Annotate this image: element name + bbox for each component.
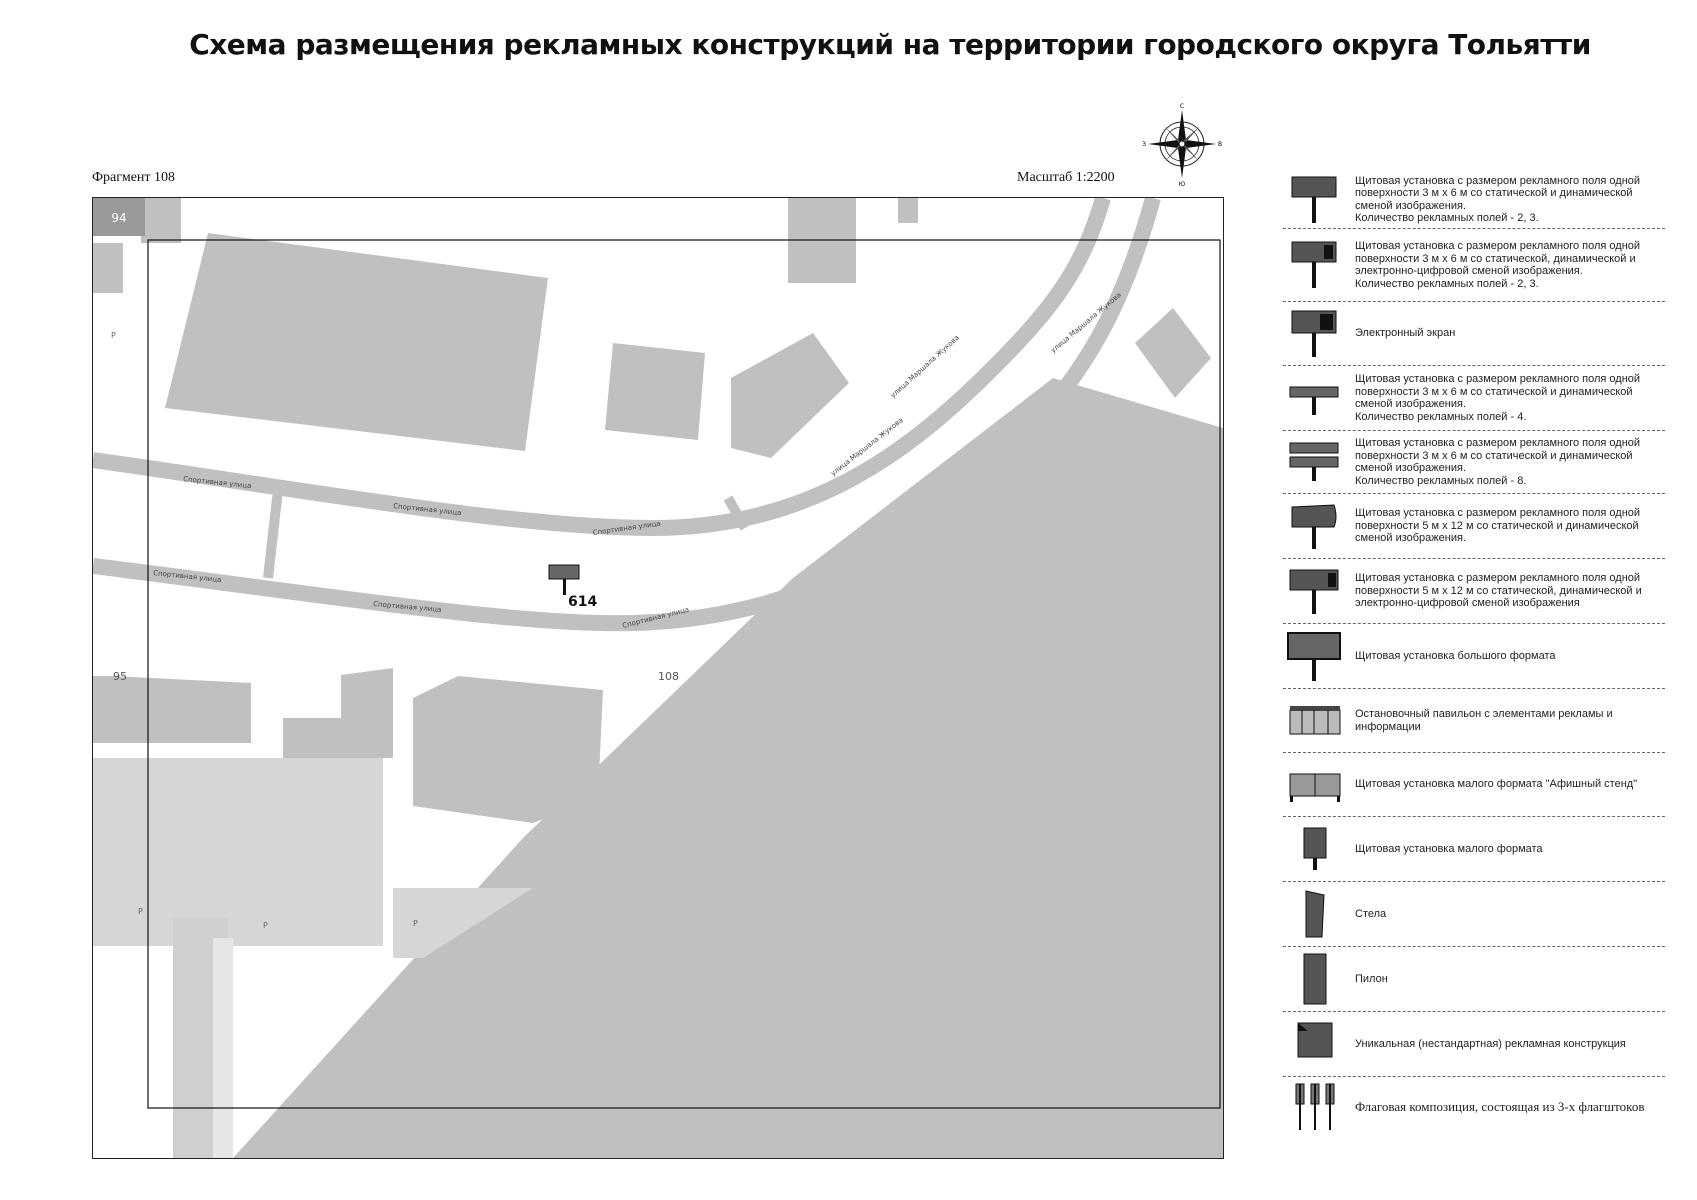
- legend-item-label: Щитовая установка с размером рекламного …: [1355, 572, 1642, 610]
- legend-item-label: Щитовая установка с размером рекламного …: [1355, 507, 1641, 545]
- legend: Щитовая установка с размером рекламного …: [1283, 171, 1665, 1137]
- electronic-screen-icon: [1283, 307, 1345, 361]
- compass-rose-icon: С Ю В З: [1142, 102, 1222, 188]
- map-svg: Спортивная улица Спортивная улица Спорти…: [93, 198, 1223, 1158]
- unique-structure-icon: [1283, 1017, 1345, 1071]
- compass-n: С: [1180, 103, 1184, 110]
- building-center-a: [605, 343, 705, 440]
- road-cross: [263, 489, 283, 579]
- legend-item-label: Щитовая установка малого формата "Афишны…: [1355, 778, 1638, 791]
- legend-item-label: Остановочный павильон с элементами рекла…: [1355, 708, 1613, 733]
- legend-item: Щитовая установка с размером рекламного …: [1283, 366, 1665, 431]
- legend-item: Остановочный павильон с элементами рекла…: [1283, 689, 1665, 753]
- legend-item-label: Щитовая установка большого формата: [1355, 649, 1556, 662]
- scale-label: Масштаб 1:2200: [1017, 170, 1115, 185]
- legend-item-label: Щитовая установка с размером рекламного …: [1355, 373, 1641, 423]
- legend-item-label: Щитовая установка малого формата: [1355, 842, 1543, 855]
- legend-item: Пилон: [1283, 947, 1665, 1012]
- billboard-3x6-eight-fields-icon: [1283, 435, 1345, 489]
- sheet-label-94: 94: [111, 211, 126, 225]
- road-sportivnaya-north: [93, 198, 1111, 537]
- building-center-b: [731, 333, 849, 458]
- legend-item-label: Флаговая композиция, состоящая из 3-х фл…: [1355, 1099, 1645, 1114]
- building-top-large: [165, 233, 548, 451]
- legend-item-label: Электронный экран: [1355, 327, 1456, 340]
- bus-stop-pavilion-icon: [1283, 694, 1345, 748]
- parking-label: Р: [138, 907, 143, 916]
- building-top-mid2: [898, 198, 918, 223]
- legend-item-label: Стела: [1355, 907, 1387, 920]
- legend-item-label: Пилон: [1355, 972, 1388, 985]
- road-link: [723, 495, 750, 531]
- hatched-block-2: [393, 888, 533, 958]
- building-top-left: [93, 243, 123, 293]
- large-format-billboard-icon: [1283, 629, 1345, 683]
- legend-item: Щитовая установка с размером рекламного …: [1283, 494, 1665, 559]
- billboard-3x6-static-dynamic-icon: [1283, 173, 1345, 227]
- legend-item: Щитовая установка большого формата: [1283, 624, 1665, 689]
- page-title: Схема размещения рекламных конструкций н…: [189, 28, 1591, 61]
- building-lower-left: [93, 676, 251, 743]
- hatched-strip-2: [213, 938, 233, 1158]
- legend-item: Щитовая установка с размером рекламного …: [1283, 171, 1665, 229]
- legend-item: Щитовая установка с размером рекламного …: [1283, 559, 1665, 624]
- legend-item-label: Щитовая установка с размером рекламного …: [1355, 437, 1641, 487]
- fragment-label: Фрагмент 108: [92, 170, 176, 185]
- billboard-3x6-digital-icon: [1283, 238, 1345, 292]
- inner-frame: [147, 239, 1221, 1109]
- billboard-5x12-digital-icon: [1283, 564, 1345, 618]
- ad-marker-label: 614: [568, 594, 597, 610]
- building-right-small: [1135, 308, 1211, 398]
- compass-s: Ю: [1179, 181, 1186, 186]
- legend-item-label: Уникальная (нестандартная) рекламная кон…: [1355, 1037, 1626, 1050]
- building-top-small: [141, 198, 181, 243]
- legend-item: Флаговая композиция, состоящая из 3-х фл…: [1283, 1077, 1665, 1137]
- parking-label: Р: [413, 919, 418, 928]
- sheet-94-box: [93, 198, 145, 236]
- compass-e: В: [1218, 141, 1222, 148]
- legend-item: Щитовая установка малого формата: [1283, 817, 1665, 882]
- legend-item: Уникальная (нестандартная) рекламная кон…: [1283, 1012, 1665, 1077]
- map-canvas[interactable]: Спортивная улица Спортивная улица Спорти…: [92, 197, 1224, 1159]
- building-lower-oct: [413, 676, 603, 823]
- ad-marker-614[interactable]: 614: [548, 564, 597, 610]
- billboard-3x6-four-fields-icon: [1283, 371, 1345, 425]
- road-sportivnaya-south: [93, 198, 1161, 632]
- building-lower-mid: [283, 668, 393, 758]
- parking-label: Р: [263, 921, 268, 930]
- flag-composition-icon: [1283, 1080, 1345, 1134]
- billboard-5x12-static-dynamic-icon: [1283, 499, 1345, 553]
- pylon-icon: [1283, 952, 1345, 1006]
- legend-item: Электронный экран: [1283, 302, 1665, 366]
- stele-icon: [1283, 887, 1345, 941]
- legend-item: Щитовая установка малого формата "Афишны…: [1283, 753, 1665, 817]
- legend-item-label: Щитовая установка с размером рекламного …: [1355, 174, 1641, 225]
- legend-item: Стела: [1283, 882, 1665, 947]
- sheet-label-108: 108: [658, 670, 679, 683]
- compass-w: З: [1142, 141, 1146, 148]
- legend-item: Щитовая установка с размером рекламного …: [1283, 431, 1665, 494]
- legend-item-label: Щитовая установка с размером рекламного …: [1355, 240, 1641, 290]
- large-grey-area: [233, 378, 1223, 1158]
- parking-label: Р: [111, 331, 116, 340]
- sheet-label-95: 95: [113, 670, 127, 683]
- small-format-billboard-icon: [1283, 822, 1345, 876]
- legend-item: Щитовая установка с размером рекламного …: [1283, 229, 1665, 302]
- poster-stand-icon: [1283, 758, 1345, 812]
- hatched-block: [93, 758, 383, 946]
- street-label-8: улица Маршала Жукова: [889, 334, 961, 400]
